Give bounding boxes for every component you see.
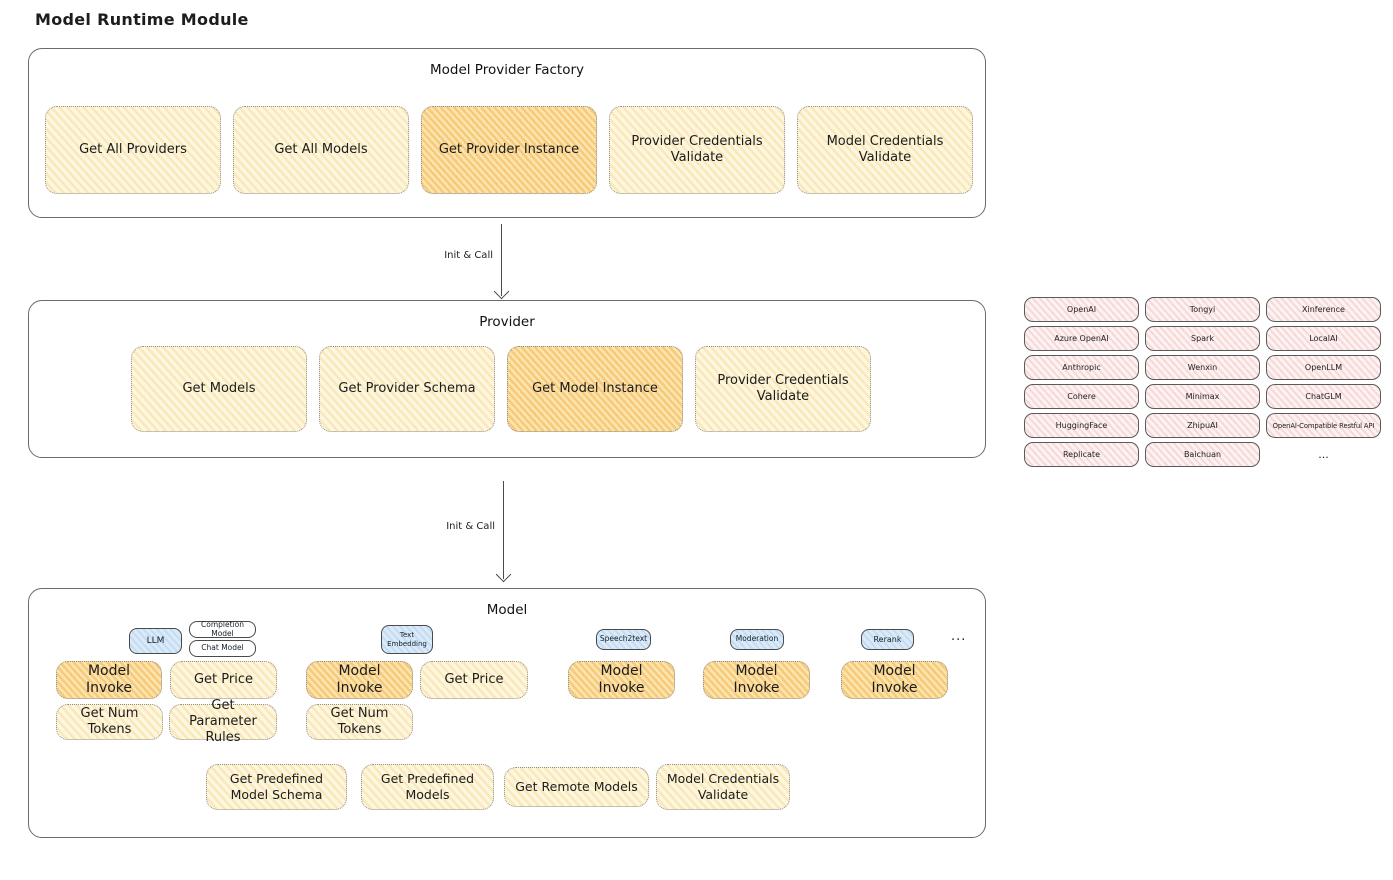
node-model-invoke-text-embedding: Model Invoke [306,661,413,699]
node-get-all-providers: Get All Providers [45,106,221,194]
node-get-price-text-embedding: Get Price [420,661,528,699]
arrow-down-icon-2: Init & Call [446,481,504,579]
provider-chip-openai-compatible: OpenAI-Compatible Restful API [1266,413,1381,438]
provider-chip-baichuan: Baichuan [1145,442,1260,467]
model-title: Model [486,602,528,618]
node-get-provider-instance: Get Provider Instance [421,106,597,194]
chip-rerank: Rerank [861,629,914,650]
provider-box: Provider Get Models Get Provider Schema … [28,300,999,471]
provider-chip-openllm: OpenLLM [1266,355,1381,380]
node-get-parameter-rules: Get Parameter Rules [169,698,277,745]
node-provider-credentials-validate-2: Provider Credentials Validate [695,346,871,432]
node-get-predefined-model-schema: Get Predefined Model Schema [206,764,347,810]
model-box: Model LLM Completion Model Chat Model Te… [28,588,999,851]
node-model-invoke-rerank: Model Invoke [841,661,948,699]
provider-chip-huggingface: HuggingFace [1024,413,1139,438]
provider-chip-chatglm: ChatGLM [1266,384,1381,409]
provider-list-grid: OpenAI Tongyi Xinference Azure OpenAI Sp… [1024,297,1381,467]
chip-completion-model: Completion Model [189,620,256,638]
node-get-predefined-models: Get Predefined Models [361,764,494,810]
model-provider-factory-box: Model Provider Factory Get All Providers… [28,48,986,218]
provider-chip-replicate: Replicate [1024,442,1139,467]
node-get-model-instance: Get Model Instance [507,346,683,432]
provider-chip-anthropic: Anthropic [1024,355,1139,380]
node-get-price-llm: Get Price [170,661,277,699]
provider-chip-spark: Spark [1145,326,1260,351]
node-model-credentials-validate-2: Model Credentials Validate [656,764,790,810]
provider-chip-wenxin: Wenxin [1145,355,1260,380]
provider-chip-localai: LocalAI [1266,326,1381,351]
node-provider-credentials-validate: Provider Credentials Validate [609,106,785,194]
provider-chip-zhipuai: ZhipuAI [1145,413,1260,438]
arrow-down-icon: Init & Call [444,224,502,296]
provider-chip-openai: OpenAI [1024,297,1139,322]
chip-speech2text: Speech2text [596,629,651,650]
arrow1-label: Init & Call [444,250,493,261]
node-get-provider-schema: Get Provider Schema [319,346,495,432]
node-model-credentials-validate: Model Credentials Validate [797,106,973,194]
node-get-remote-models: Get Remote Models [504,767,649,807]
node-get-num-tokens-llm: Get Num Tokens [56,704,163,740]
chip-chat-model: Chat Model [189,640,256,657]
chip-moderation: Moderation [730,629,784,650]
model-types-ellipsis: ... [951,629,967,644]
node-get-num-tokens-text-embedding: Get Num Tokens [306,704,413,740]
node-model-invoke-speech2text: Model Invoke [568,661,675,699]
provider-button-row: Get Models Get Provider Schema Get Model… [131,346,871,432]
node-get-all-models: Get All Models [233,106,409,194]
model-provider-factory-title: Model Provider Factory [429,62,584,78]
node-get-models: Get Models [131,346,307,432]
provider-title: Provider [479,314,535,330]
chip-text-embedding: Text Embedding [381,625,433,654]
provider-list-ellipsis: ... [1318,448,1329,461]
factory-button-row: Get All Providers Get All Models Get Pro… [45,106,973,194]
arrow2-label: Init & Call [446,521,495,532]
provider-chip-azure-openai: Azure OpenAI [1024,326,1139,351]
provider-chip-xinference: Xinference [1266,297,1381,322]
provider-chip-minimax: Minimax [1145,384,1260,409]
chip-llm: LLM [129,628,182,654]
provider-chip-tongyi: Tongyi [1145,297,1260,322]
node-model-invoke-llm: Model Invoke [56,661,162,699]
node-model-invoke-moderation: Model Invoke [703,661,810,699]
page-title: Model Runtime Module [35,10,249,29]
provider-chip-cohere: Cohere [1024,384,1139,409]
